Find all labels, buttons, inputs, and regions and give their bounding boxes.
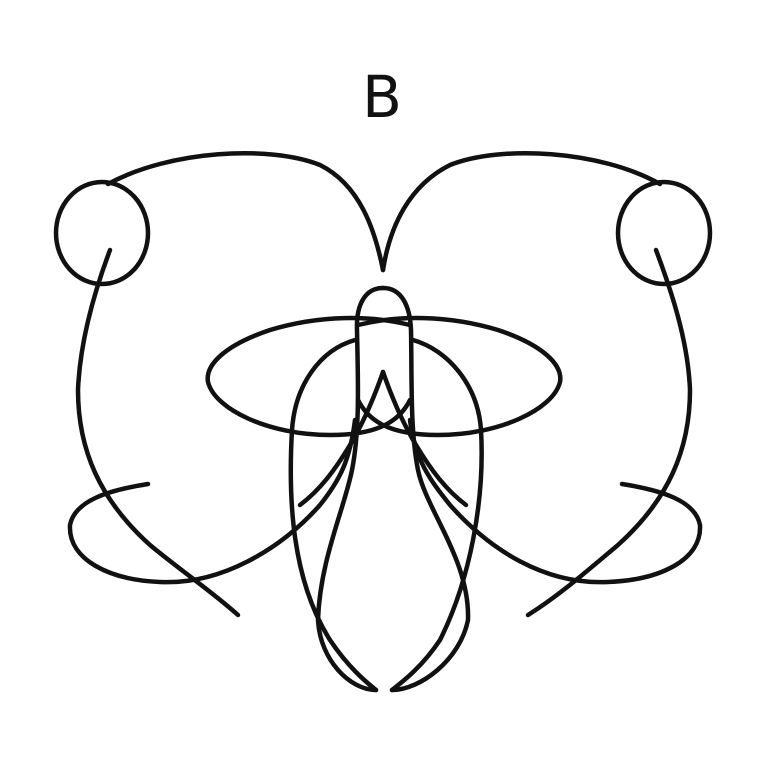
- top-left-arc: [105, 151, 386, 273]
- center-left-leg: [315, 285, 386, 693]
- figure-label: B: [362, 63, 402, 131]
- top-right-arc: [380, 151, 663, 273]
- right-wing-loop: [355, 315, 563, 438]
- inner-peak-left: [297, 369, 386, 508]
- left-outer-stroke: [75, 247, 241, 618]
- inner-left-body: [288, 337, 379, 693]
- inner-right-body: [389, 337, 484, 693]
- center-right-leg: [380, 285, 471, 693]
- right-lower-loop: [407, 417, 703, 585]
- left-circle-shape: [53, 179, 151, 287]
- right-outer-stroke: [525, 247, 693, 618]
- left-lower-loop: [67, 417, 358, 585]
- inner-peak-right: [380, 369, 469, 508]
- right-circle-shape: [615, 179, 713, 287]
